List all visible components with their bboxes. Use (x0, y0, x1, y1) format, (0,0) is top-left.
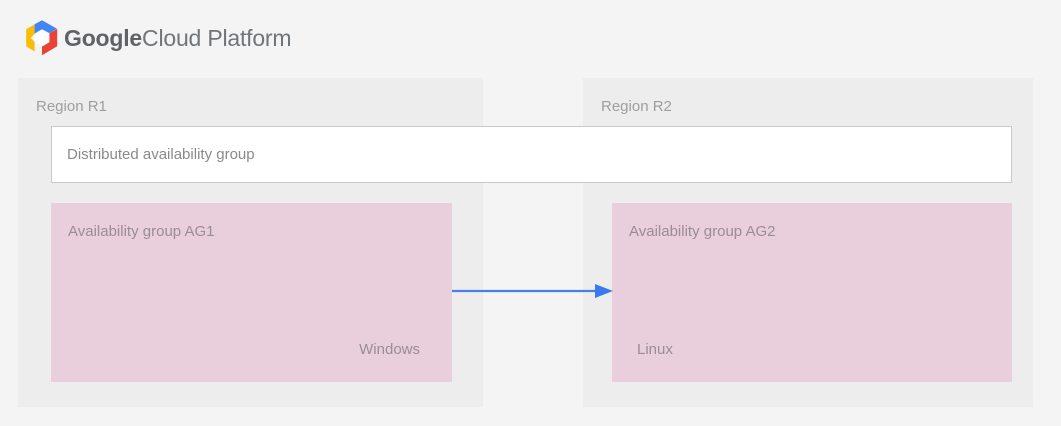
page-header: GoogleCloud Platform (0, 0, 1061, 68)
distributed-availability-group-label: Distributed availability group (67, 146, 255, 163)
availability-group-box-ag1: Availability group AG1 Windows (51, 203, 452, 382)
availability-group-os-ag1: Windows (359, 341, 420, 358)
region-label-r1: Region R1 (36, 98, 107, 115)
availability-group-os-ag2: Linux (637, 341, 673, 358)
brand-secondary: Cloud Platform (142, 25, 292, 51)
brand-primary: Google (64, 25, 143, 51)
region-label-r2: Region R2 (601, 98, 672, 115)
availability-group-title-ag1: Availability group AG1 (68, 223, 215, 240)
google-cloud-platform-logo-icon (22, 19, 62, 57)
distributed-availability-group-box: Distributed availability group (51, 126, 1012, 183)
arrow-right-icon (452, 281, 614, 301)
availability-group-box-ag2: Availability group AG2 Linux (612, 203, 1012, 382)
brand-title: GoogleCloud Platform (64, 22, 292, 54)
availability-group-title-ag2: Availability group AG2 (629, 223, 776, 240)
